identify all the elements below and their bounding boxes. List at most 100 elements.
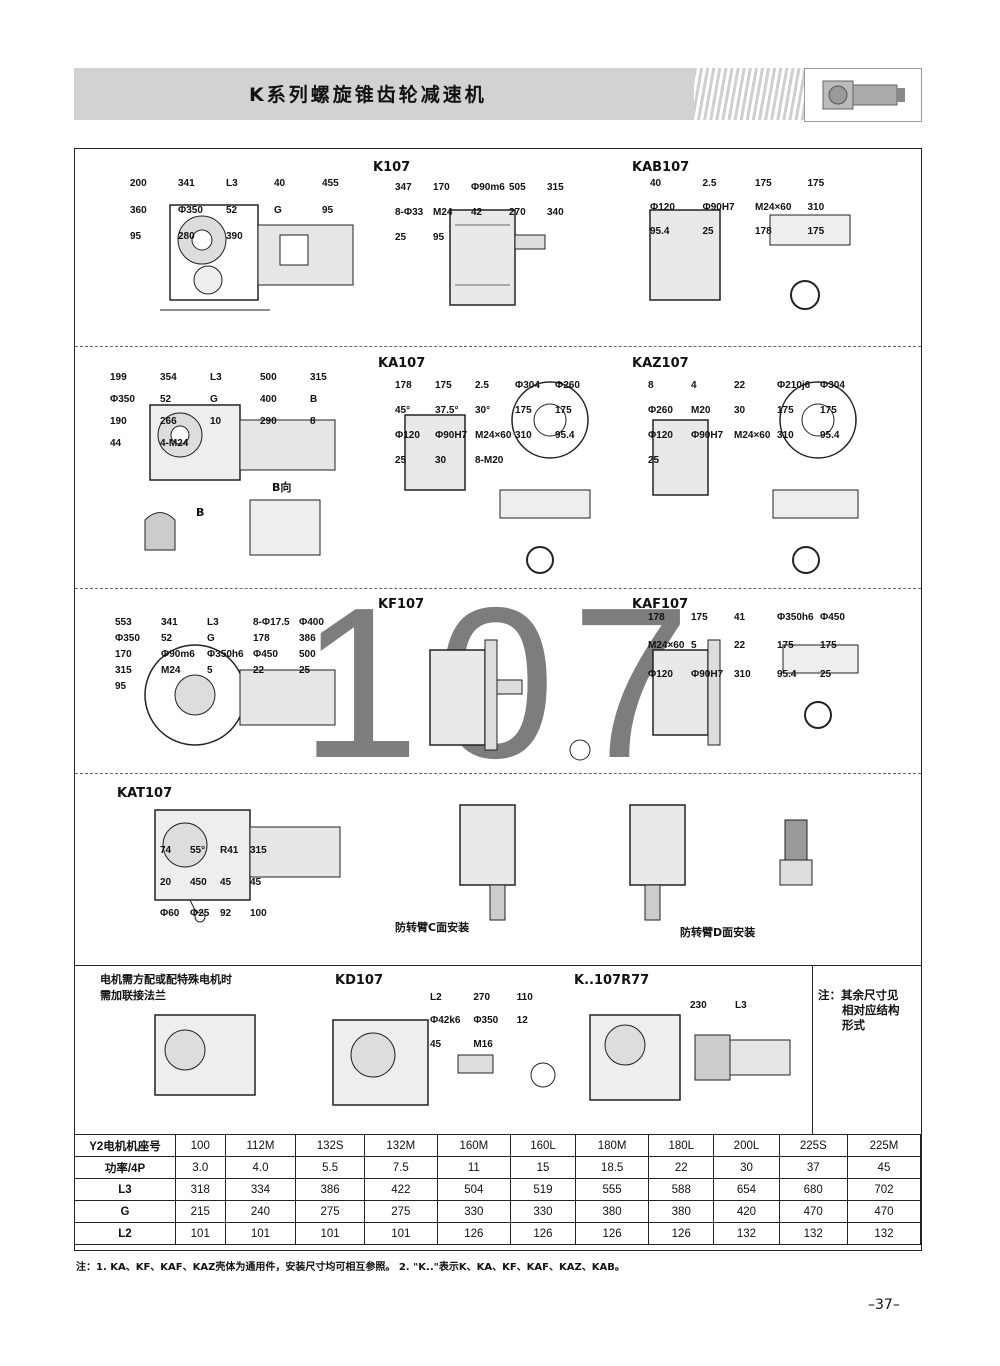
dimension-label: Φ304 xyxy=(820,380,845,391)
dimension-label: 178 xyxy=(648,612,665,623)
dimension-label: Φ210j6 xyxy=(777,380,811,391)
dimension-label: 230 xyxy=(690,1000,707,1011)
dimension-label: Φ120 xyxy=(648,668,673,680)
dimension-label: Φ350 xyxy=(110,394,135,405)
dimension-label: Φ120 xyxy=(648,430,673,441)
dimension-label: 178 xyxy=(253,633,270,644)
dimension-label: Φ350 xyxy=(115,633,140,644)
dimension-label: 310 xyxy=(734,668,751,680)
k107-front-drawing xyxy=(160,204,354,311)
dimension-label: 92 xyxy=(220,908,232,920)
dimension-label: 40 xyxy=(650,178,662,189)
dimension-label: 22 xyxy=(734,640,746,652)
dimension-label: Φ120 xyxy=(650,202,675,213)
k107-side-drawing xyxy=(449,209,546,306)
d-mount-label: 防转臂D面安装 xyxy=(680,926,756,939)
dimension-label: G xyxy=(207,633,215,644)
dimension-label: 45 xyxy=(220,876,232,888)
dimension-label: 175 xyxy=(755,178,772,189)
dimension-label: 95 xyxy=(130,231,142,243)
kaf107-drawing xyxy=(652,639,859,746)
dimension-label: Φ90H7 xyxy=(691,430,724,441)
dimension-label: 315 xyxy=(115,665,132,676)
dimension-label: 45° xyxy=(395,405,411,416)
k107r77-drawing xyxy=(589,1014,791,1101)
dimension-label: 347 xyxy=(395,182,412,193)
dimension-label: 25 xyxy=(702,226,714,237)
note-separator xyxy=(812,966,813,1134)
dimension-label: 95.4 xyxy=(820,430,840,441)
dimension-label: L3 xyxy=(226,178,238,189)
gearbox-photo xyxy=(804,68,922,122)
b-label: B xyxy=(196,506,205,519)
ka107-front-drawing xyxy=(144,404,336,556)
dimension-label: 52 xyxy=(160,394,172,405)
dimension-label: M24 xyxy=(161,665,181,676)
dimension-label: 8-Φ33 xyxy=(395,207,424,218)
dimension-label: 175 xyxy=(691,612,708,623)
page-header: K系列螺旋锥齿轮减速机 xyxy=(74,68,922,122)
dimension-label: 30° xyxy=(475,405,491,416)
dimension-label: 95 xyxy=(115,681,127,692)
dimension-label: 310 xyxy=(807,202,825,213)
dimension-label: 25 xyxy=(820,668,832,680)
dimension-label: 360 xyxy=(130,204,147,216)
dimension-label: 270 xyxy=(509,207,526,218)
dimension-label: Φ90m6 xyxy=(161,649,195,660)
dimension-label: 175 xyxy=(777,405,794,416)
torque-arm-drawing xyxy=(779,819,813,886)
model-label-ka107: KA107 xyxy=(378,356,426,371)
dimension-label: 41 xyxy=(734,612,746,623)
kat107-c-drawing xyxy=(459,804,516,921)
dimension-label: 30 xyxy=(734,405,746,416)
dimension-label: 52 xyxy=(226,204,238,216)
dimension-label: 553 xyxy=(115,617,132,628)
dimension-label: Φ350h6 xyxy=(207,649,244,660)
dimension-label: 500 xyxy=(299,649,316,660)
dimension-label: Φ350 xyxy=(473,1015,499,1027)
dimension-label: 175 xyxy=(435,380,452,391)
dimension-label: 170 xyxy=(115,649,132,660)
model-label-kab107: KAB107 xyxy=(632,160,690,175)
dimension-label: 341 xyxy=(178,178,195,189)
model-label-kf107: KF107 xyxy=(378,597,425,612)
dimension-label: 190 xyxy=(110,416,127,427)
dimension-label: 270 xyxy=(473,992,491,1003)
dimension-label: Φ90H7 xyxy=(691,668,724,680)
dimension-label: 10 xyxy=(210,416,222,427)
row-separator xyxy=(75,346,921,347)
dimension-label: Φ25 xyxy=(190,908,210,920)
dimension-label: 400 xyxy=(260,394,277,405)
dimension-label: 45 xyxy=(430,1038,442,1050)
dimension-label: 95 xyxy=(433,232,445,243)
c-mount-label: 防转臂C面安装 xyxy=(395,921,470,934)
kat107-drawing xyxy=(154,809,341,923)
dimension-label: 175 xyxy=(515,405,532,416)
dimension-label: 25 xyxy=(299,665,311,676)
dimension-label: 175 xyxy=(820,405,837,416)
kab107-drawing xyxy=(649,209,851,310)
dimension-label: 450 xyxy=(190,876,207,888)
dimension-label: 310 xyxy=(777,430,794,441)
dimension-label: 95.4 xyxy=(777,668,797,680)
dimension-label: 178 xyxy=(755,226,772,237)
dimension-label: 4 xyxy=(691,380,697,391)
dimension-label: 310 xyxy=(515,430,532,441)
dimension-label: M24 xyxy=(433,207,453,218)
b-direction-label: B向 xyxy=(272,481,292,494)
dimension-label: 266 xyxy=(160,416,177,427)
dimension-label: 8-M20 xyxy=(475,455,504,466)
drawing-frame xyxy=(74,148,922,1251)
header-band xyxy=(74,68,734,120)
dimension-label: 95.4 xyxy=(650,226,670,237)
dimension-label: 175 xyxy=(820,640,837,652)
model-label-k107: K107 xyxy=(373,160,411,175)
dimension-label: 175 xyxy=(777,640,794,652)
dimension-label: 110 xyxy=(516,992,533,1003)
model-label-kd107: KD107 xyxy=(335,973,384,988)
dimension-label: M20 xyxy=(691,405,711,416)
